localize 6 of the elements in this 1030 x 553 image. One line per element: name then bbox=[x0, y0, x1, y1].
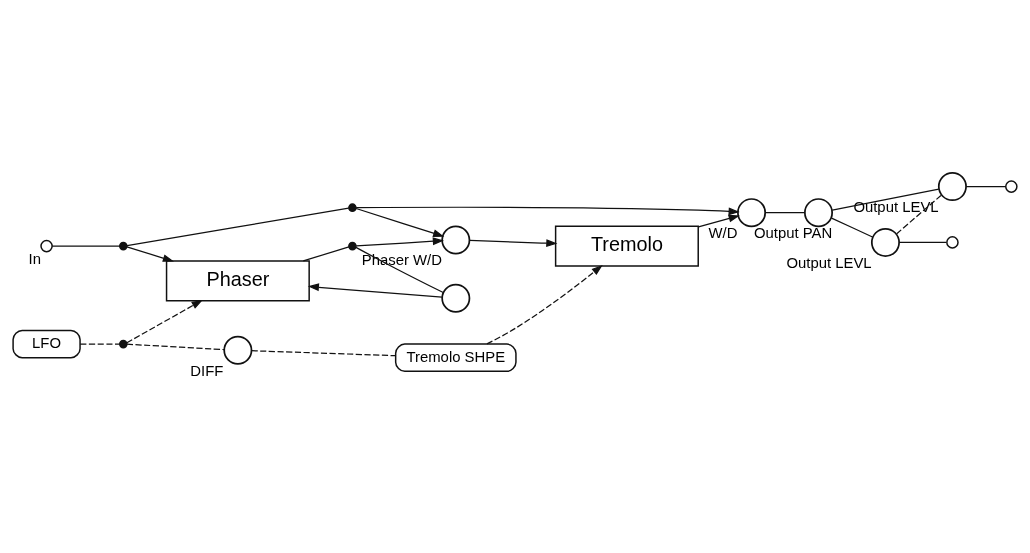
node-label: Output LEVL bbox=[853, 199, 939, 216]
node-label: DIFF bbox=[190, 362, 224, 379]
node-label: In bbox=[28, 250, 41, 267]
node-label: W/D bbox=[708, 225, 738, 242]
node-label: Output LEVL bbox=[786, 254, 872, 271]
node-label: Output PAN bbox=[753, 225, 833, 242]
